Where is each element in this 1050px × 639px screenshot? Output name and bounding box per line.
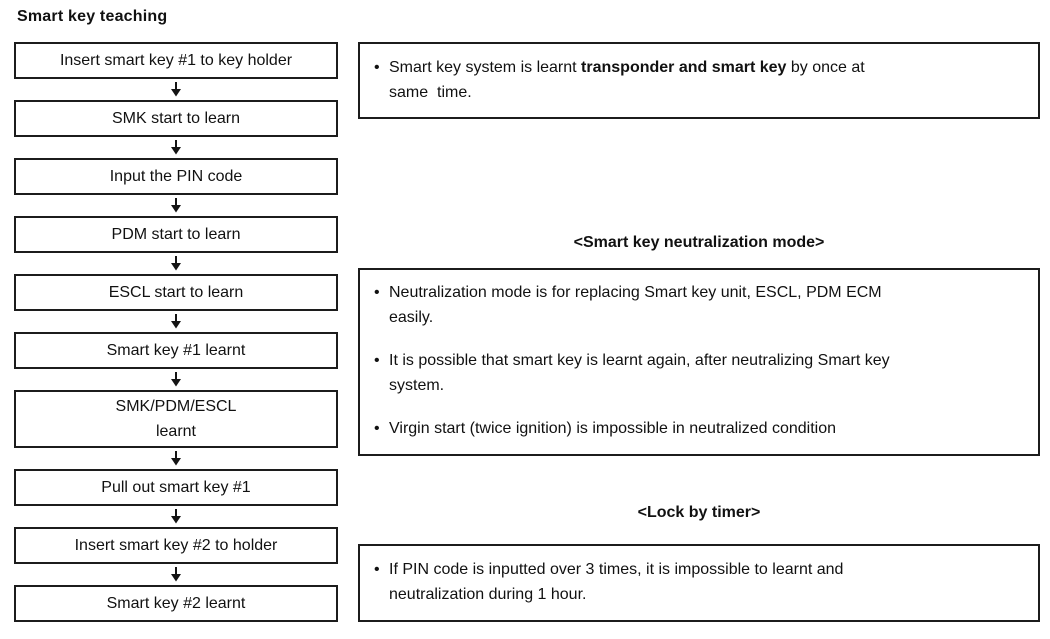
note-text: Smart key system is learnt transponder a… bbox=[389, 55, 1030, 105]
note-bullet: • If PIN code is inputted over 3 times, … bbox=[374, 557, 1030, 607]
note-text-bold: transponder and smart key bbox=[581, 59, 787, 76]
note-text: Virgin start (twice ignition) is impossi… bbox=[389, 420, 837, 437]
note-bullet: • Smart key system is learnt transponder… bbox=[374, 55, 1030, 105]
arrow-down-icon bbox=[171, 509, 181, 524]
flow-step-key-2-learnt: Smart key #2 learnt bbox=[14, 585, 338, 622]
note-text: It is possible that smart key is learnt … bbox=[389, 352, 890, 394]
flow-step-label: SMK start to learn bbox=[111, 109, 241, 127]
arrow-down-icon bbox=[171, 140, 181, 155]
flow-step-pdm-start: PDM start to learn bbox=[14, 216, 338, 253]
arrow-down-icon bbox=[171, 256, 181, 271]
section-heading-lock-by-timer: <Lock by timer> bbox=[637, 504, 761, 521]
arrow-down-icon bbox=[171, 451, 181, 466]
note-lock-by-timer: • If PIN code is inputted over 3 times, … bbox=[358, 544, 1040, 622]
bullet-marker: • bbox=[374, 561, 380, 578]
note-text: If PIN code is inputted over 3 times, it… bbox=[389, 561, 844, 603]
flow-step-label: Insert smart key #1 to key holder bbox=[59, 51, 293, 69]
flow-step-input-pin: Input the PIN code bbox=[14, 158, 338, 195]
bullet-marker: • bbox=[374, 420, 380, 437]
bullet-marker: • bbox=[374, 59, 380, 76]
flowchart: Insert smart key #1 to key holder SMK st… bbox=[14, 42, 338, 622]
flow-step-escl-start: ESCL start to learn bbox=[14, 274, 338, 311]
note-bullet: • Virgin start (twice ignition) is impos… bbox=[374, 416, 1030, 441]
note-bullet: • Neutralization mode is for replacing S… bbox=[374, 280, 1030, 330]
arrow-down-icon bbox=[171, 314, 181, 329]
flow-step-label: ESCL start to learn bbox=[108, 283, 244, 301]
section-heading-neutralization-mode: <Smart key neutralization mode> bbox=[573, 234, 825, 251]
arrow-down-icon bbox=[171, 372, 181, 387]
flow-step-label: Input the PIN code bbox=[109, 167, 243, 185]
bullet-marker: • bbox=[374, 284, 380, 301]
bullet-marker: • bbox=[374, 352, 380, 369]
flow-step-label: Insert smart key #2 to holder bbox=[74, 536, 278, 554]
flow-step-smk-start: SMK start to learn bbox=[14, 100, 338, 137]
note-text-pre: Smart key system is learnt bbox=[389, 59, 582, 76]
note-transponder: • Smart key system is learnt transponder… bbox=[358, 42, 1040, 119]
flow-step-smk-pdm-escl-learnt: SMK/PDM/ESCL learnt bbox=[14, 390, 338, 448]
page-title: Smart key teaching bbox=[17, 8, 168, 25]
flow-step-label: Smart key #1 learnt bbox=[106, 341, 246, 359]
flow-step-insert-key-1: Insert smart key #1 to key holder bbox=[14, 42, 338, 79]
flow-step-key-1-learnt: Smart key #1 learnt bbox=[14, 332, 338, 369]
note-neutralization-mode: • Neutralization mode is for replacing S… bbox=[358, 268, 1040, 456]
arrow-down-icon bbox=[171, 567, 181, 582]
flow-step-pull-out-key-1: Pull out smart key #1 bbox=[14, 469, 338, 506]
flow-step-label: Pull out smart key #1 bbox=[101, 478, 251, 496]
arrow-down-icon bbox=[171, 198, 181, 213]
flow-step-label: SMK/PDM/ESCL learnt bbox=[115, 398, 237, 440]
flow-step-label: Smart key #2 learnt bbox=[106, 594, 246, 612]
note-text: Neutralization mode is for replacing Sma… bbox=[389, 284, 882, 326]
arrow-down-icon bbox=[171, 82, 181, 97]
note-bullet: • It is possible that smart key is learn… bbox=[374, 348, 1030, 398]
flow-step-label: PDM start to learn bbox=[111, 225, 241, 243]
flow-step-insert-key-2: Insert smart key #2 to holder bbox=[14, 527, 338, 564]
note-text-post: by once at same time. bbox=[389, 59, 865, 101]
